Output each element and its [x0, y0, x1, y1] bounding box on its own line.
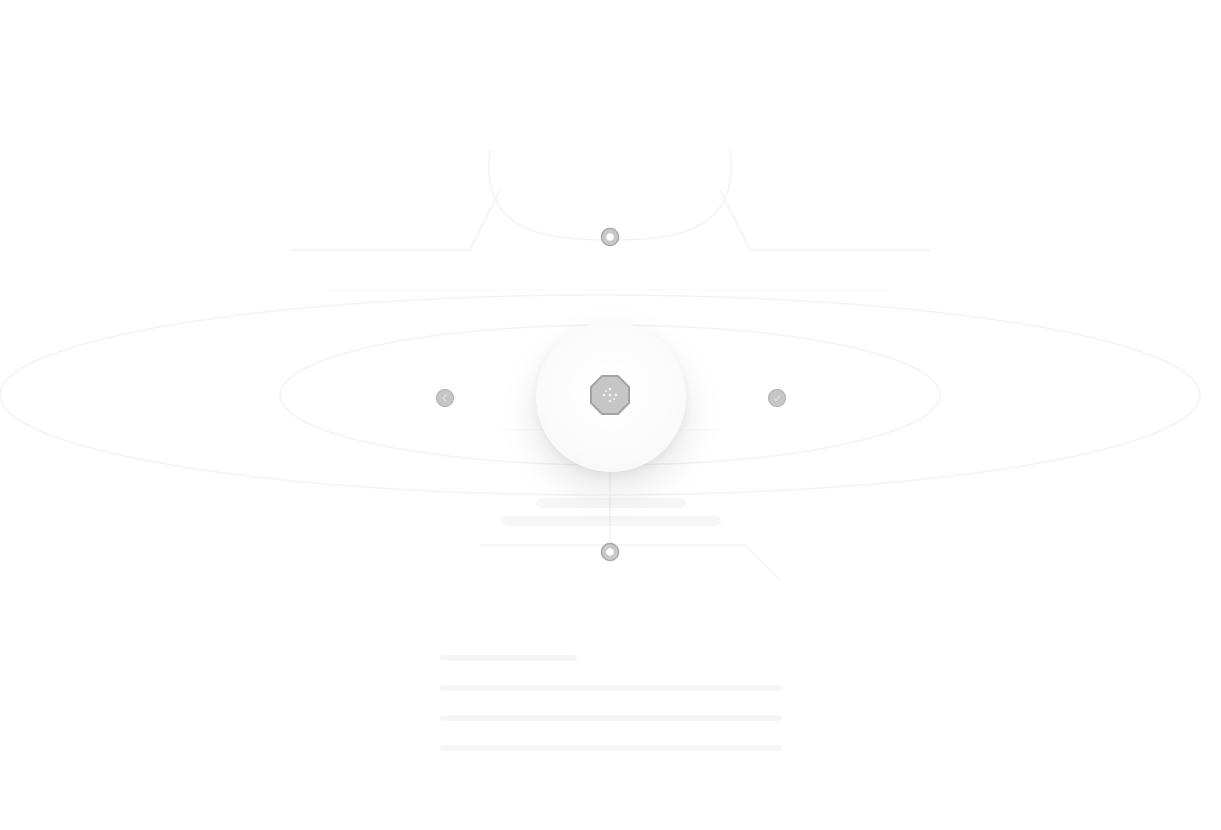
- chevron-left-icon: [436, 389, 454, 407]
- orbit-ellipse-outer: [0, 294, 1201, 496]
- check-icon: [768, 389, 786, 407]
- faded-panel-row: [440, 715, 782, 721]
- faded-panel-row: [440, 685, 782, 691]
- wing-right: [719, 189, 930, 251]
- hub-menu-button[interactable]: [589, 374, 631, 416]
- orbit-node-left[interactable]: [435, 388, 455, 408]
- orbit-node-bottom[interactable]: [600, 542, 620, 562]
- orbit-node-top[interactable]: [600, 227, 620, 247]
- ring-icon: [600, 227, 620, 247]
- faded-caption-line: [501, 516, 721, 526]
- wing-left: [290, 189, 501, 251]
- faded-panel-row: [440, 745, 782, 751]
- faded-panel-row: [440, 655, 577, 661]
- bracket-bottom: [480, 544, 781, 581]
- orbit-node-right[interactable]: [767, 388, 787, 408]
- grid-dots-icon: [590, 375, 630, 415]
- faded-caption-line: [536, 498, 686, 508]
- faded-caption: [486, 494, 736, 538]
- faded-panel: [440, 545, 782, 785]
- ring-icon: [600, 542, 620, 562]
